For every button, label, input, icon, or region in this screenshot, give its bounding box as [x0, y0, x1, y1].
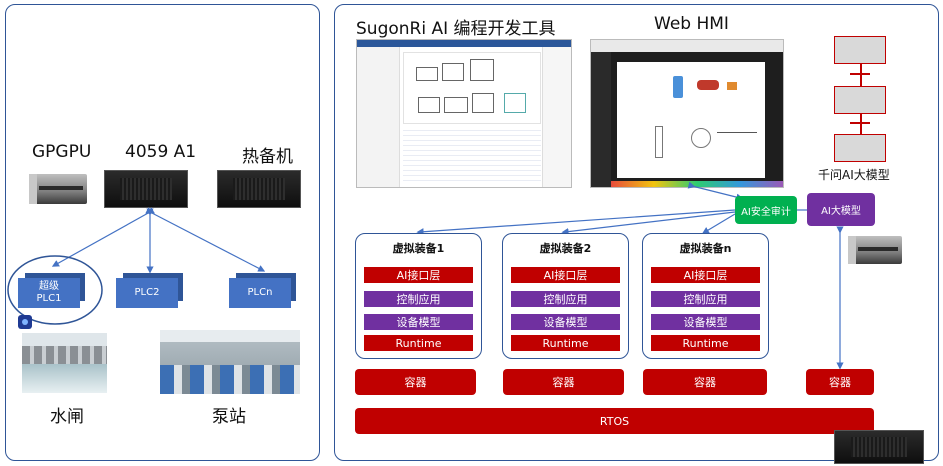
- rtos-bar[interactable]: RTOS: [355, 408, 874, 434]
- gpgpu-card-image: [29, 174, 87, 204]
- layer-ai-interface: AI接口层: [651, 267, 760, 283]
- ai-security-audit[interactable]: AI安全审计: [735, 196, 797, 224]
- plc-n[interactable]: PLCn: [229, 278, 291, 308]
- ide-screenshot: [356, 39, 572, 188]
- layer-device-model: 设备模型: [511, 314, 620, 330]
- layer-ai-interface: AI接口层: [511, 267, 620, 283]
- label-gpgpu: GPGPU: [32, 142, 92, 162]
- virtual-device-1[interactable]: 虚拟装备1 AI接口层 控制应用 设备模型 Runtime: [355, 233, 482, 359]
- container-2[interactable]: 容器: [503, 369, 624, 395]
- llm-caption: 千问AI大模型: [818, 168, 890, 182]
- plc-super-1[interactable]: 超级 PLC1: [18, 278, 80, 308]
- layer-device-model: 设备模型: [364, 314, 473, 330]
- layer-control-app: 控制应用: [511, 291, 620, 307]
- hmi-title: Web HMI: [654, 14, 729, 34]
- layer-ai-interface: AI接口层: [364, 267, 473, 283]
- layer-runtime: Runtime: [511, 335, 620, 351]
- label-water-gate: 水闸: [50, 407, 84, 427]
- layer-control-app: 控制应用: [651, 291, 760, 307]
- virtual-device-2[interactable]: 虚拟装备2 AI接口层 控制应用 设备模型 Runtime: [502, 233, 629, 359]
- container-ai[interactable]: 容器: [806, 369, 874, 395]
- label-4059a1: 4059 A1: [125, 142, 197, 162]
- virtual-device-n-title: 虚拟装备n: [679, 242, 732, 255]
- camera-icon: [18, 315, 32, 329]
- server-4059a1-image: [104, 170, 188, 208]
- server-image-bottom-right: [834, 430, 924, 464]
- ai-large-model[interactable]: AI大模型: [807, 193, 875, 226]
- pump-station-photo: [160, 330, 300, 394]
- label-hot-standby: 热备机: [242, 147, 293, 167]
- tool-title: SugonRi AI 编程开发工具: [356, 19, 556, 39]
- plc-2[interactable]: PLC2: [116, 278, 178, 308]
- container-1[interactable]: 容器: [355, 369, 476, 395]
- layer-runtime: Runtime: [364, 335, 473, 351]
- water-gate-photo: [22, 333, 107, 393]
- virtual-device-2-title: 虚拟装备2: [539, 242, 592, 255]
- gpu-card-image-right: [848, 236, 902, 264]
- label-pump-station: 泵站: [212, 407, 246, 427]
- layer-device-model: 设备模型: [651, 314, 760, 330]
- layer-runtime: Runtime: [651, 335, 760, 351]
- llm-stack-diagram: [834, 36, 888, 162]
- container-n[interactable]: 容器: [643, 369, 767, 395]
- virtual-device-1-title: 虚拟装备1: [392, 242, 445, 255]
- virtual-device-n[interactable]: 虚拟装备n AI接口层 控制应用 设备模型 Runtime: [642, 233, 769, 359]
- layer-control-app: 控制应用: [364, 291, 473, 307]
